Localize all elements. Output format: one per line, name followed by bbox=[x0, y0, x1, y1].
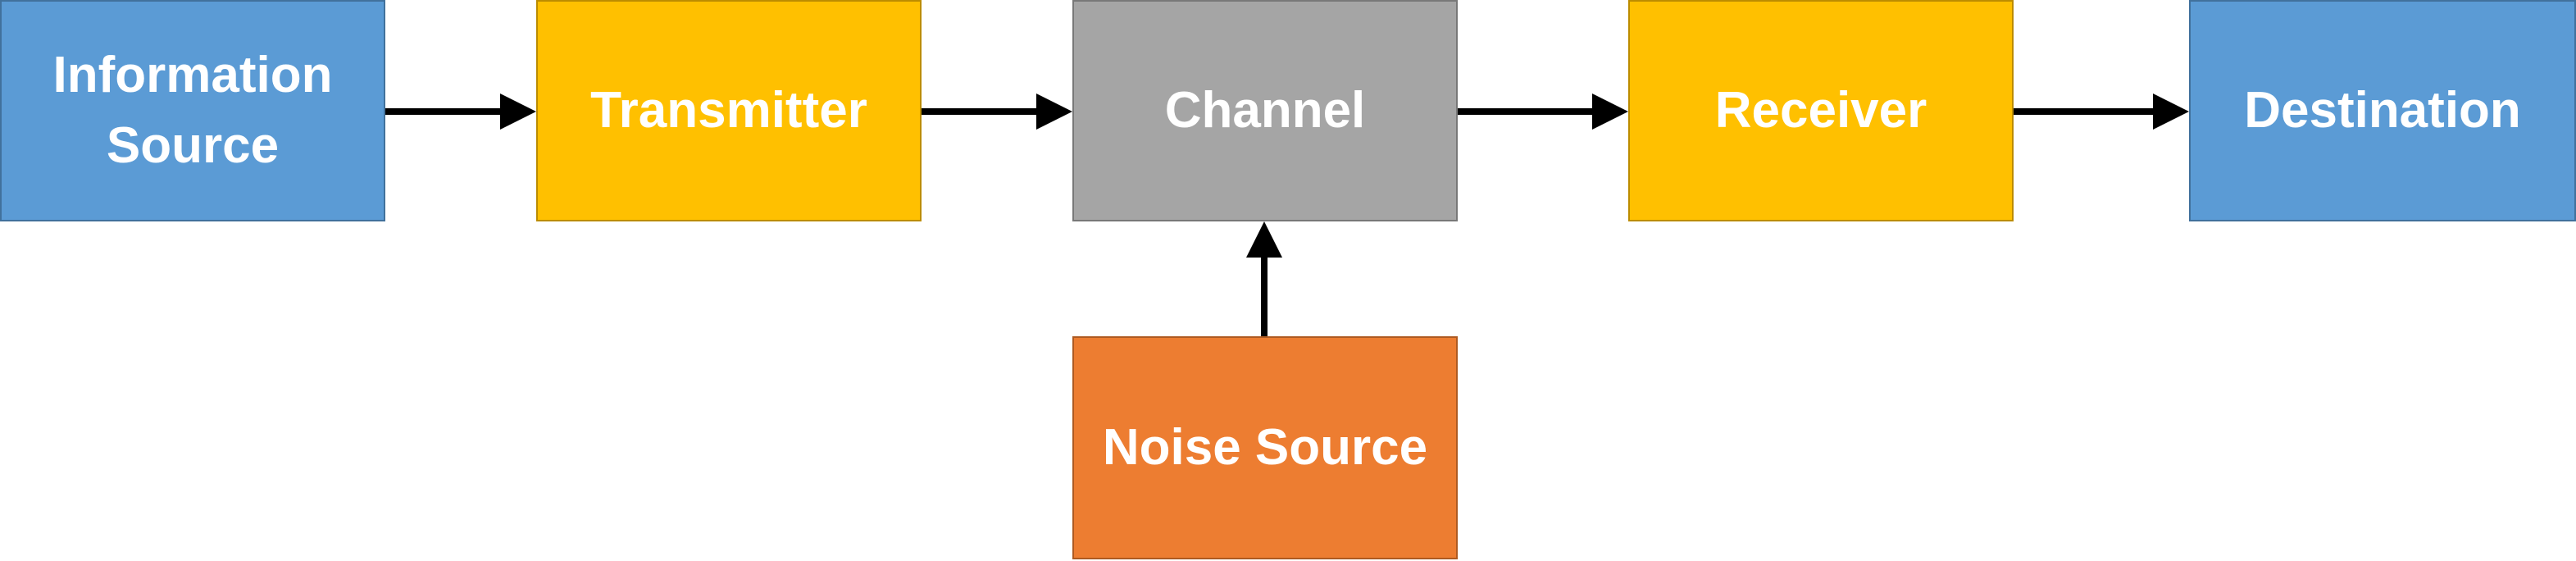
edge-transmitter-to-channel bbox=[922, 94, 1072, 130]
noise-source-label: Noise Source bbox=[1102, 419, 1428, 476]
transmitter-node: Transmitter bbox=[536, 0, 922, 221]
receiver-node: Receiver bbox=[1628, 0, 2014, 221]
edge-receiver-to-destination bbox=[2014, 94, 2189, 130]
edge-channel-to-receiver bbox=[1458, 94, 1628, 130]
edge-info-to-transmitter bbox=[385, 94, 536, 130]
channel-label: Channel bbox=[1164, 82, 1366, 139]
destination-label: Destination bbox=[2244, 82, 2521, 139]
channel-node: Channel bbox=[1072, 0, 1458, 221]
information-source-node: Information Source bbox=[0, 0, 385, 221]
information-source-label: Information Source bbox=[52, 47, 333, 174]
noise-source-node: Noise Source bbox=[1072, 336, 1458, 559]
transmitter-label: Transmitter bbox=[590, 82, 867, 139]
receiver-label: Receiver bbox=[1714, 82, 1927, 139]
destination-node: Destination bbox=[2189, 0, 2576, 221]
edge-noise-to-channel bbox=[1246, 221, 1282, 336]
